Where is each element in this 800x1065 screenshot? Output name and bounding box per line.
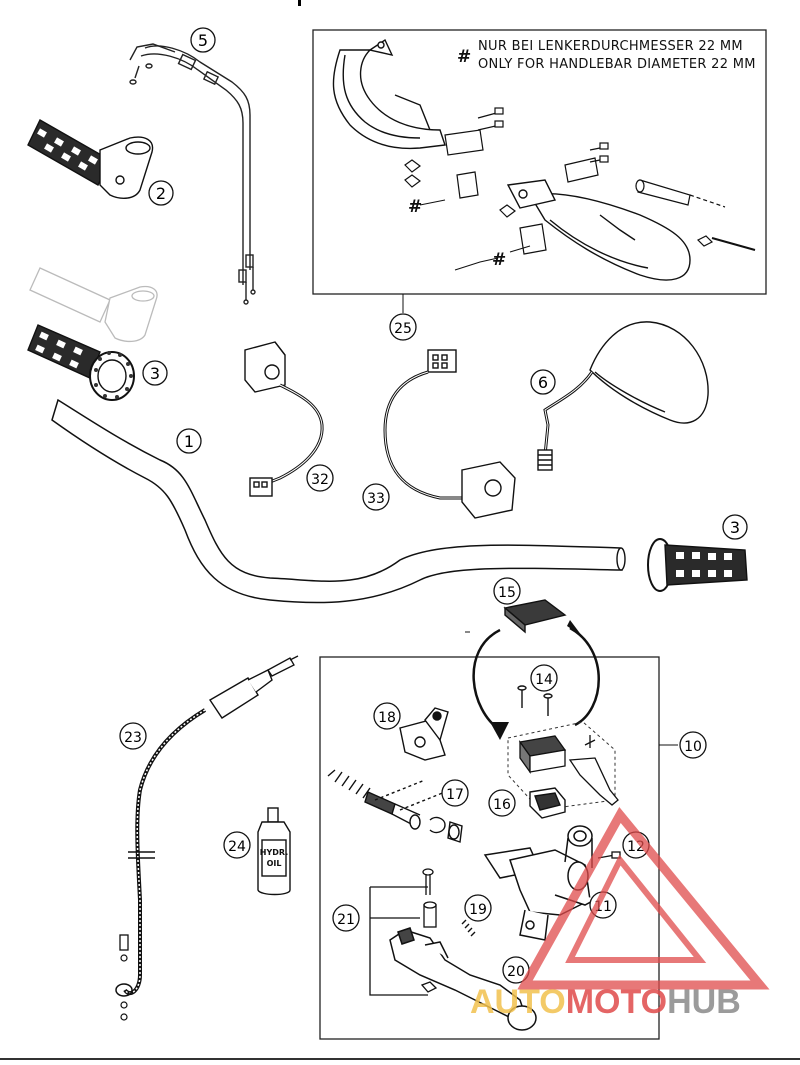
callout-18: 18 xyxy=(373,702,401,730)
callout-19: 19 xyxy=(464,894,492,922)
svg-text:25: 25 xyxy=(394,321,412,337)
svg-text:14: 14 xyxy=(535,672,553,688)
svg-text:5: 5 xyxy=(198,31,208,50)
right-grip xyxy=(647,538,748,592)
callout-16: 16 xyxy=(488,789,516,817)
hydraulic-oil-bottle-24 xyxy=(257,807,291,896)
svg-text:19: 19 xyxy=(469,902,487,918)
master-cylinder-box xyxy=(319,656,660,1040)
watermark-triangle-icon xyxy=(517,807,770,990)
brake-lever-20 xyxy=(389,927,537,1031)
oil-label-line1: HYDR. xyxy=(260,848,288,857)
note-line-english: ONLY FOR HANDLEBAR DIAMETER 22 MM xyxy=(478,57,756,72)
callout-32: 32 xyxy=(306,464,334,492)
cap-swap-arrows xyxy=(472,626,600,732)
callout-2: 2 xyxy=(148,180,174,206)
pivot-bolt-21 xyxy=(369,868,438,996)
callout-15: 15 xyxy=(493,577,521,605)
note-line-german: NUR BEI LENKERDURCHMESSER 22 MM xyxy=(478,39,743,54)
callout-21: 21 xyxy=(332,904,360,932)
callout-17: 17 xyxy=(441,779,469,807)
svg-text:23: 23 xyxy=(124,730,142,746)
svg-text:20: 20 xyxy=(507,964,525,980)
brake-hose-23 xyxy=(115,655,299,1021)
hash-mark-left: # xyxy=(408,197,422,217)
handguard-right xyxy=(506,179,691,281)
screws-14 xyxy=(517,685,553,716)
handguard-hardware-right xyxy=(499,142,756,255)
svg-text:33: 33 xyxy=(367,491,385,507)
svg-text:24: 24 xyxy=(228,839,246,855)
clamp-18 xyxy=(399,707,449,761)
arrow-head-up xyxy=(567,620,582,636)
callout-14: 14 xyxy=(530,664,558,692)
handlebar-end xyxy=(616,547,626,571)
svg-text:21: 21 xyxy=(337,912,355,928)
watermark-text: AUTOMOTOHUB xyxy=(470,983,741,1021)
left-grip-ghost xyxy=(29,267,158,343)
callout-6: 6 xyxy=(530,369,556,395)
reservoir-cap-15 xyxy=(503,599,567,634)
throttle-cables xyxy=(129,43,256,305)
svg-text:18: 18 xyxy=(378,710,396,726)
hash-mark-bottom: # xyxy=(492,250,506,270)
callout-24: 24 xyxy=(223,831,251,859)
oil-label-line2: OIL xyxy=(267,859,282,868)
reservoir-assembly xyxy=(518,735,619,806)
callout-33: 33 xyxy=(362,483,390,511)
callout-20: 20 xyxy=(502,956,530,984)
handguard-hardware-left xyxy=(404,107,504,199)
svg-text:3: 3 xyxy=(150,364,160,383)
svg-text:6: 6 xyxy=(538,373,548,392)
svg-text:3: 3 xyxy=(730,518,740,537)
svg-text:17: 17 xyxy=(446,787,464,803)
handguard-left xyxy=(332,38,446,150)
spring-19 xyxy=(461,919,476,937)
svg-text:15: 15 xyxy=(498,585,516,601)
piston-17 xyxy=(327,769,463,843)
left-grip xyxy=(27,324,135,401)
note-hash: # xyxy=(457,47,471,67)
mirror xyxy=(537,321,709,471)
handlebar xyxy=(51,398,623,604)
seal-16 xyxy=(529,787,566,819)
callout-3-left: 3 xyxy=(142,360,168,386)
watermark-logo xyxy=(517,807,770,990)
callout-3-right: 3 xyxy=(722,514,748,540)
svg-text:32: 32 xyxy=(311,472,329,488)
bottom-border xyxy=(0,1058,800,1060)
switch-32 xyxy=(244,341,324,497)
callout-23: 23 xyxy=(119,722,147,750)
handguard-kit-box xyxy=(312,29,767,295)
top-edge-mark xyxy=(298,0,301,6)
callout-5: 5 xyxy=(190,27,216,53)
svg-text:1: 1 xyxy=(184,432,194,451)
leader-lines xyxy=(402,199,678,746)
switch-33 xyxy=(383,349,516,519)
svg-text:2: 2 xyxy=(156,184,166,203)
watermark-inner-triangle-icon xyxy=(565,854,707,963)
svg-text:10: 10 xyxy=(684,739,702,755)
callout-25: 25 xyxy=(389,313,417,341)
callout-10: 10 xyxy=(679,731,707,759)
svg-text:16: 16 xyxy=(493,797,511,813)
arrow-head-down xyxy=(490,722,509,740)
callout-1: 1 xyxy=(176,428,202,454)
throttle-grip xyxy=(27,119,154,199)
